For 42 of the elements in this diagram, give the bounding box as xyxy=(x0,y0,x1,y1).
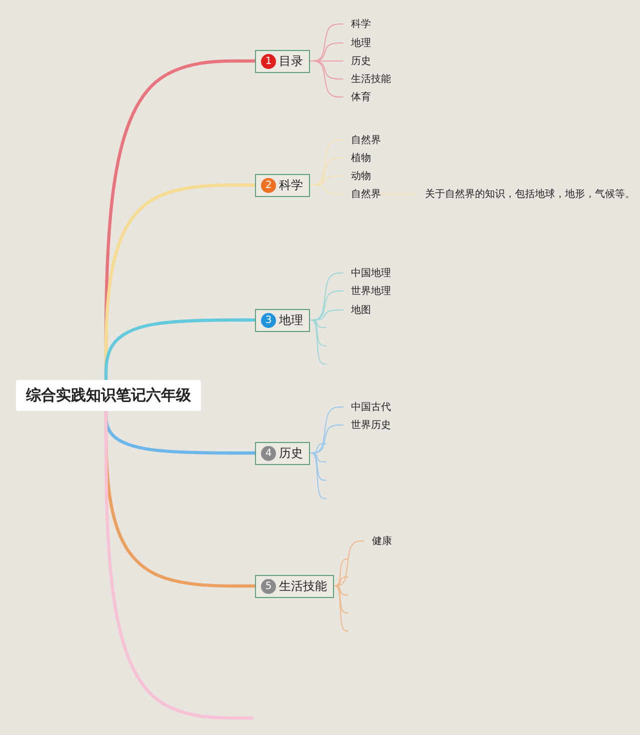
subtopic-label: 植物 xyxy=(343,152,371,164)
topic-box xyxy=(255,308,310,332)
central-topic: 综合实践知识笔记六年级 xyxy=(16,380,201,410)
branch-line xyxy=(310,452,326,499)
subtopic-label: 历史 xyxy=(343,54,371,68)
subtopic-label: 生活技能 xyxy=(343,72,391,86)
topic-box xyxy=(255,442,310,464)
branch-line xyxy=(334,558,348,586)
branch-line xyxy=(104,318,257,382)
number-badge: 3 xyxy=(261,312,276,328)
branch-line xyxy=(310,320,326,346)
subtopic-label: 健康 xyxy=(364,534,392,548)
subtopic-label: 科学 xyxy=(343,18,371,30)
number-badge: 1 xyxy=(261,54,276,68)
subtopic-label: 中国古代 xyxy=(343,400,391,414)
topic-label: 目录 xyxy=(279,52,303,70)
topic-box xyxy=(255,574,334,598)
number-badge: 2 xyxy=(261,178,276,192)
topic-box xyxy=(255,174,310,196)
number-badge: 4 xyxy=(261,446,276,460)
subtopic-label: 世界历史 xyxy=(343,418,391,432)
subtopic-label: 自然界 xyxy=(343,134,381,146)
subtopic-label: 体育 xyxy=(343,90,371,104)
subtopic-label: 动物 xyxy=(343,170,371,182)
branch-line xyxy=(310,320,326,364)
topic-box xyxy=(255,50,310,72)
branch-line xyxy=(310,60,344,98)
branch-line xyxy=(334,586,348,632)
branch-line xyxy=(310,184,344,194)
topic-label: 科学 xyxy=(279,176,303,194)
topic-label: 生活技能 xyxy=(279,578,327,594)
subtopic-label: 地图 xyxy=(343,304,371,316)
branch-line xyxy=(104,408,254,720)
subtopic-label: 世界地理 xyxy=(343,284,391,298)
subtopic-label: 关于自然界的知识，包括地球，地形，气候等。 xyxy=(417,188,635,200)
subtopic-label: 地理 xyxy=(343,36,371,50)
subtopic-label: 自然界 xyxy=(343,188,381,200)
topic-label: 历史 xyxy=(279,444,303,462)
topic-label: 地理 xyxy=(279,312,303,328)
branch-line xyxy=(334,586,348,596)
subtopic-label: 中国地理 xyxy=(343,266,391,280)
number-badge: 5 xyxy=(261,578,276,594)
